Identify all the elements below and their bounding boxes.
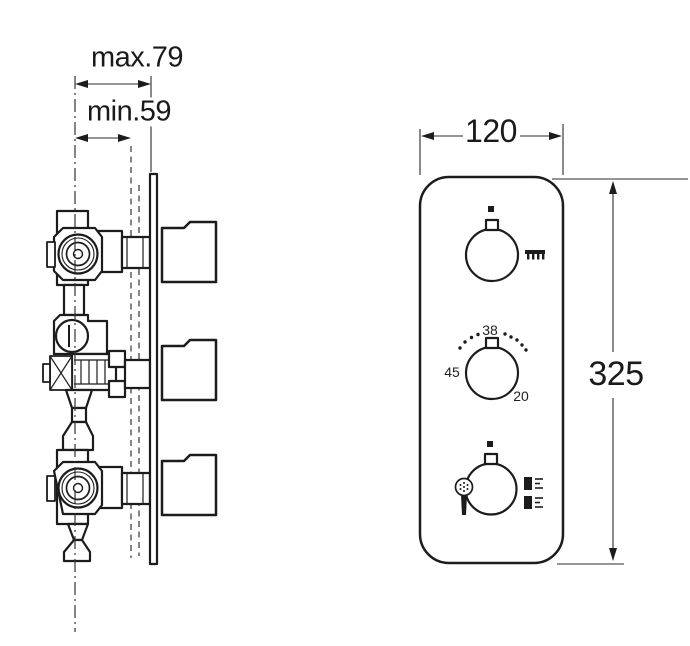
min-depth-dimension-label: min.59 (84, 95, 174, 128)
top-handle-side (160, 220, 218, 284)
side-view (42, 76, 218, 632)
top-function-knob (464, 206, 520, 283)
temperature-dot (476, 332, 480, 337)
top-knob-pointer-tab (484, 218, 500, 232)
bottom-handle-side (160, 453, 218, 517)
front-view (418, 124, 688, 565)
bottom-knob-index-dot (487, 441, 493, 447)
height-dimension-lines (552, 178, 688, 565)
valve-body-section (42, 209, 152, 563)
temperature-max-label: 45 (444, 364, 460, 380)
top-knob-index-dot (488, 206, 494, 212)
temperature-min-label: 20 (513, 388, 529, 404)
min-depth-dimension-lines (75, 134, 131, 142)
middle-handle-side (160, 338, 218, 402)
knob-handles-side (160, 220, 218, 517)
temperature-setpoint-label: 38 (482, 322, 498, 338)
temperature-knob-pointer-tab (484, 336, 500, 350)
wall-plate-side (148, 172, 159, 566)
height-dimension-label: 325 (586, 355, 646, 393)
width-dimension-lines (419, 124, 564, 175)
body-jets-icon (524, 477, 543, 509)
max-depth-dimension-label: max.79 (88, 41, 186, 74)
bottom-knob-pointer-tab (483, 452, 499, 466)
temperature-knob (458, 332, 528, 401)
hand-shower-icon (454, 477, 474, 515)
overhead-shower-icon (525, 250, 545, 260)
width-dimension-label: 120 (463, 113, 519, 149)
